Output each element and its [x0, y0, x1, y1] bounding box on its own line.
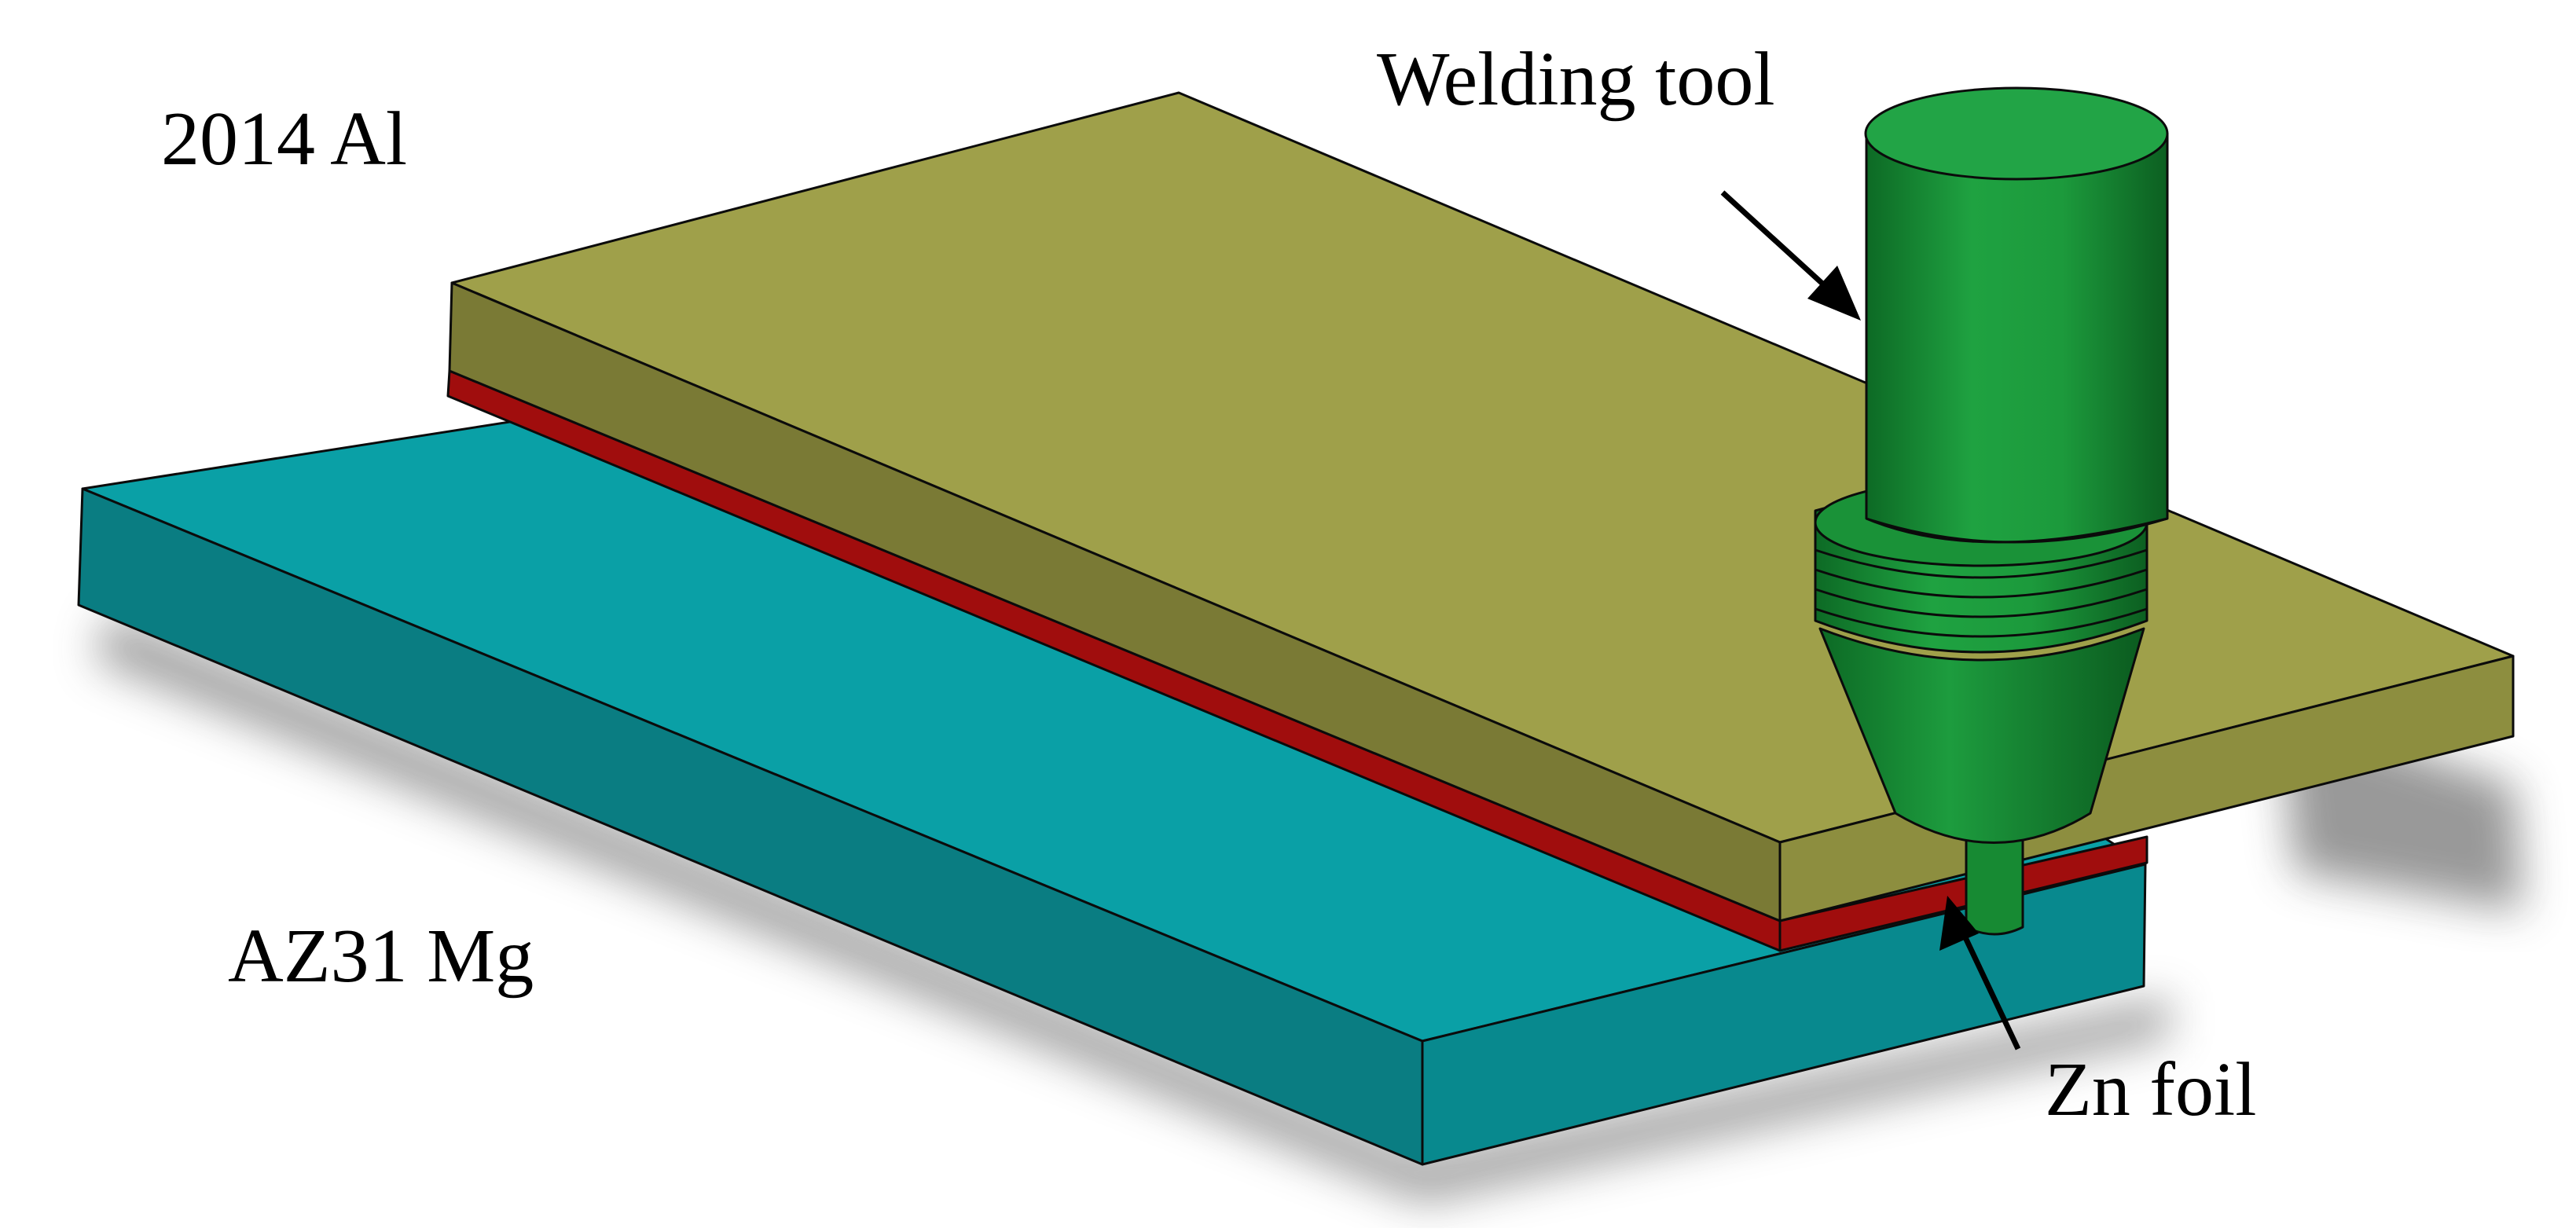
tool-cone — [1818, 627, 2145, 844]
tool-shank-top — [1864, 86, 2169, 181]
label-2014-al: 2014 Al — [161, 97, 408, 182]
label-welding-tool: Welding tool — [1377, 37, 1775, 122]
welding-tool — [1814, 86, 2169, 936]
arrow-up-icon — [1939, 896, 2021, 1050]
al-plate-side-face — [1778, 654, 2515, 922]
label-az31-mg: AZ31 Mg — [228, 914, 534, 999]
label-zn-foil: Zn foil — [2045, 1047, 2257, 1132]
tool-shank — [1865, 132, 2169, 544]
arrow-down-right-icon — [1720, 190, 1861, 321]
zn-foil-side-face — [1778, 835, 2149, 952]
al-plate — [448, 91, 2515, 922]
